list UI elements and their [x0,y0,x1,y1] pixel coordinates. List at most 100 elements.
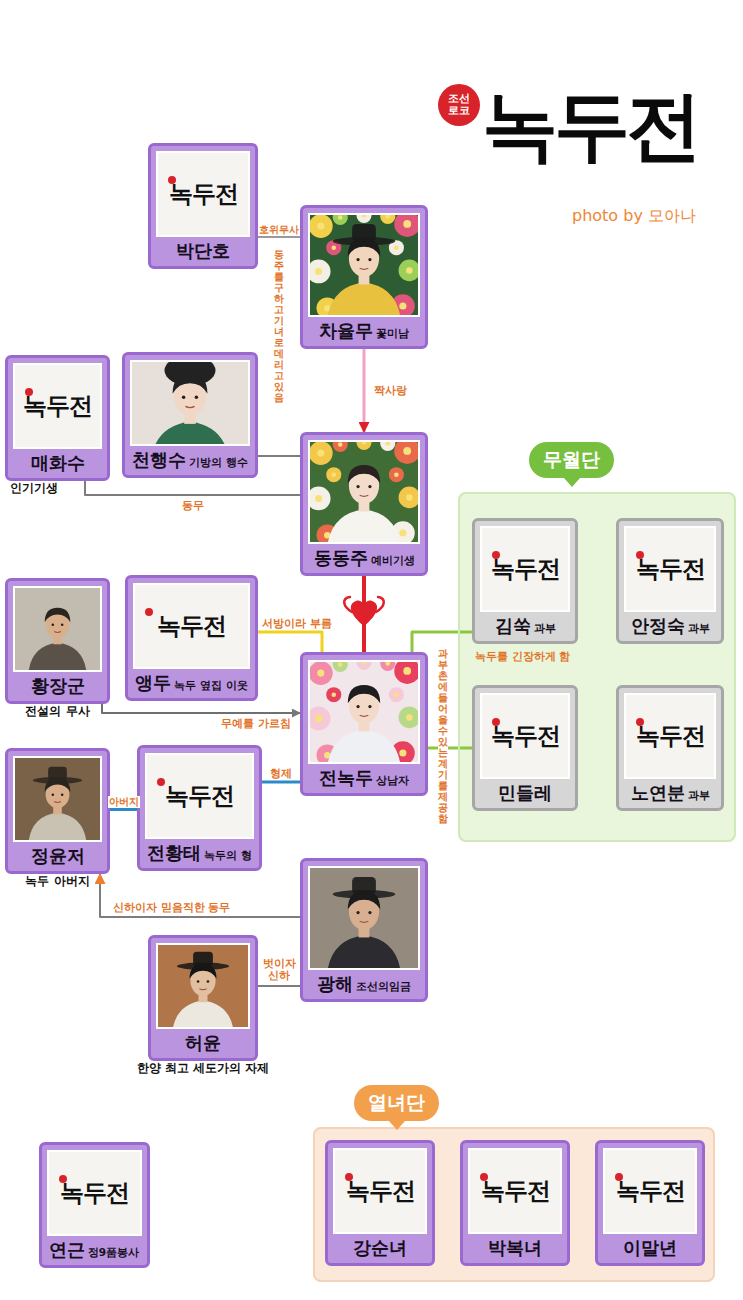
logo-seal [145,608,153,616]
flower [380,215,395,224]
edge-label: 녹두를 긴장하게 함 [474,650,571,663]
character-card: 녹두전박복녀 [460,1140,570,1266]
character-name: 허윤 [185,1032,221,1053]
flower-heart [317,223,324,230]
group-name: 열녀단 [368,1091,425,1113]
name-group: 김쑥과부 [495,615,556,639]
name-group: 박복녀 [488,1237,542,1260]
portrait-body [29,643,87,670]
flower-heart [317,670,324,677]
name-group: 황장군 [31,675,85,698]
character-name: 차율무 [319,320,373,341]
character-card: 녹두전김쑥과부 [472,518,578,644]
logo-placeholder: 녹두전 [333,1148,427,1234]
name-group: 천행수기방의 행수 [132,449,248,473]
flower-heart [331,692,336,697]
logo-seal [157,778,165,786]
edge-label: 동주를 구하고 기녀로 데리고 있음 [274,249,284,403]
name-row: 민들레 [480,782,570,804]
portrait-hat-brim [333,237,396,246]
name-group: 노연분과부 [631,782,710,806]
logo-text: 녹두전 [23,390,92,422]
logo-placeholder: 녹두전 [156,151,250,237]
portrait-mouth [360,495,369,496]
portrait-eye [368,258,371,261]
connector [262,781,300,784]
logo-placeholder: 녹두전 [480,693,570,779]
flower-heart [315,495,322,502]
flower [356,662,371,670]
character-card: 허윤한양 최고 세도가의 자제 [148,935,258,1061]
name-row: 안정숙과부 [624,615,716,637]
flower-heart [315,715,322,722]
character-name: 연근 [49,1239,85,1260]
portrait-mouth [360,268,369,269]
name-group: 강순녀 [353,1237,407,1260]
portrait-illustration [310,662,418,762]
portrait-eye [368,705,371,708]
diagram-title: 녹두전 [482,80,698,171]
flower [333,442,348,452]
group-panel: 열녀단녹두전강순녀녹두전박복녀녹두전이말년 [313,1127,715,1282]
flower [394,442,418,464]
logo-placeholder: 녹두전 [47,1150,142,1236]
portrait-body [29,813,87,840]
character-role: 조선의임금 [356,980,411,992]
name-row: 허윤 [156,1032,250,1054]
portrait-hair [173,374,208,394]
character-photo [130,360,250,446]
portrait-hat-brim [333,890,396,899]
name-group: 동동주예비기생 [314,547,415,571]
character-name: 안정숙 [631,615,685,636]
edge-label: 동무 [181,499,205,512]
stamp-text: 조선로코 [447,93,471,117]
character-role: 상남자 [376,774,409,786]
name-group: 허윤 [185,1032,221,1055]
flower [399,260,418,282]
flower-heart [362,215,367,218]
character-name: 광해 [317,973,353,994]
flower-heart [394,692,399,697]
portrait-hair [348,465,380,483]
portrait-hat-brim [33,777,82,784]
portrait-illustration [310,868,418,968]
logo-text: 녹두전 [481,1175,550,1207]
name-row: 전황태녹두의 형 [145,842,254,864]
group-name: 무월단 [543,448,600,470]
flower-heart [317,450,324,457]
logo-text: 녹두전 [636,553,705,585]
name-group: 앵두녹두 옆집 이웃 [135,672,247,696]
flower-heart [403,447,411,455]
name-row: 매화수 [13,452,102,474]
name-row: 이말년 [603,1237,697,1259]
flower-heart [331,245,336,250]
portrait-eye [197,980,200,983]
photo-credit: photo by 모아나 [572,206,696,225]
character-card: 천행수기방의 행수 [122,352,258,478]
character-photo [308,213,420,317]
connector [85,481,300,495]
logo-placeholder: 녹두전 [624,693,716,779]
portrait-body [327,509,400,542]
character-note: 녹두 아버지 [25,874,89,888]
flower-heart [385,662,390,666]
flower-heart [394,472,399,477]
character-role: 녹두의 형 [204,849,252,861]
connector [258,632,322,652]
connector [102,704,300,713]
flower [333,662,348,672]
edge-label: 형제 [269,767,293,780]
portrait-eye [207,980,210,983]
connector [428,747,472,750]
connector [258,236,300,238]
portrait-eye [61,623,64,626]
character-card: 황장군전설의 무사 [5,578,110,704]
character-card: 녹두전노연분과부 [616,685,724,811]
portrait-mouth [54,631,61,633]
name-group: 전녹두상남자 [319,767,409,791]
name-row: 노연분과부 [624,782,716,804]
flower-heart [338,215,343,220]
edge-label: 서방이라 부름 [261,617,333,630]
flower-heart [403,667,411,675]
flower [310,662,333,685]
